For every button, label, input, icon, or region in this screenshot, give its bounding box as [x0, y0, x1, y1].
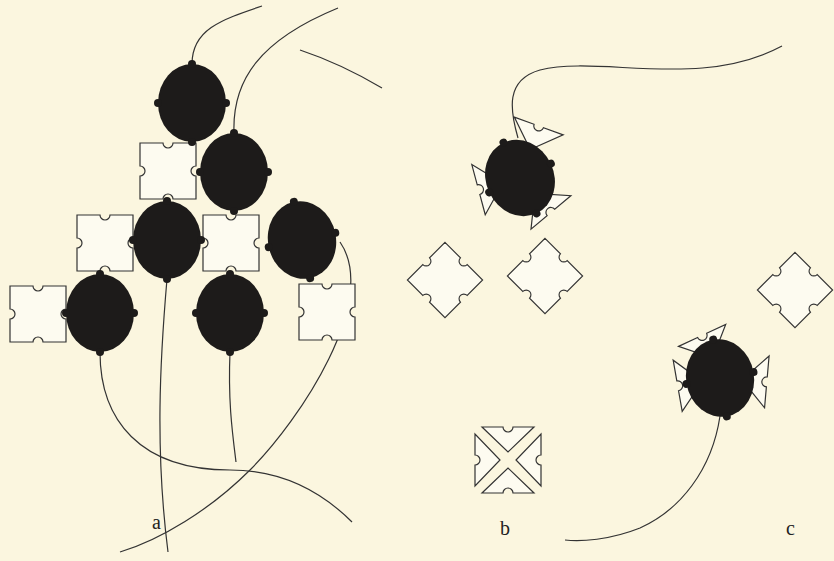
flagellum [100, 6, 382, 552]
panel-letter: b [500, 518, 510, 538]
panel-letter: c [786, 518, 795, 538]
panel-letter: a [152, 512, 161, 532]
